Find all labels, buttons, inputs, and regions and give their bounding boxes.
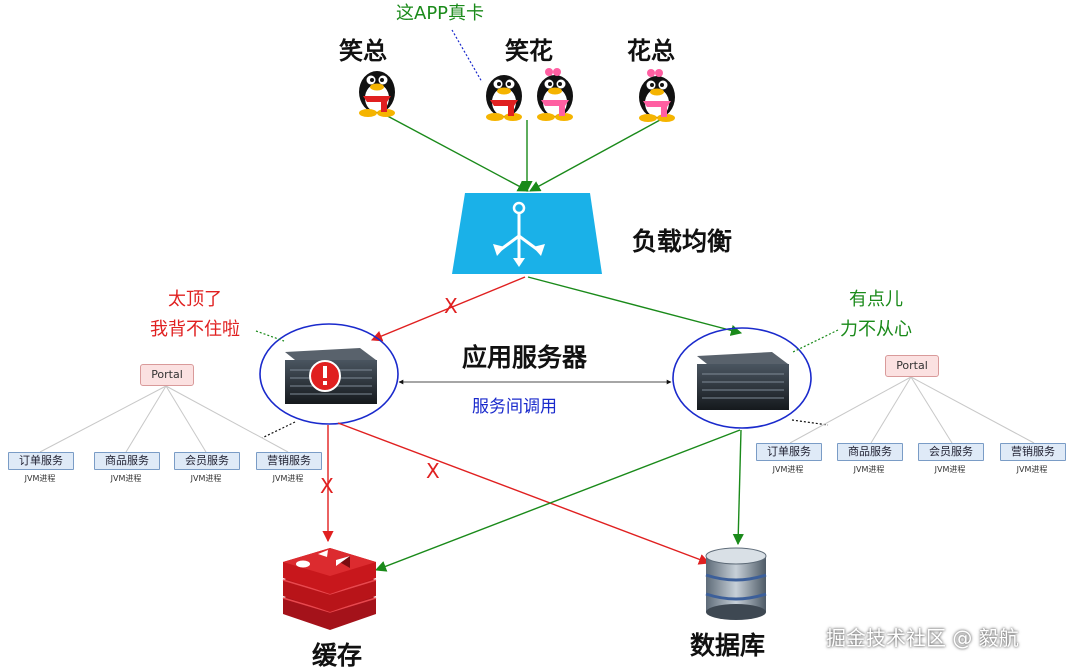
left-jvm-label-2: JVM进程 bbox=[110, 474, 142, 483]
right-jvm-label-1: JVM进程 bbox=[772, 465, 804, 474]
user-icon-xiaohua-1 bbox=[486, 75, 522, 121]
fail-mark-lb: X bbox=[444, 294, 458, 318]
fail-mark-db: X bbox=[426, 459, 440, 483]
right-note-line-2: 力不从心 bbox=[840, 319, 912, 340]
arrow-lb-right-server bbox=[527, 276, 743, 336]
right-note-line-1: 有点儿 bbox=[849, 289, 903, 310]
left-service-member: 会员服务 bbox=[174, 452, 240, 470]
left-note-line-1: 太顶了 bbox=[168, 289, 222, 310]
right-cluster-pointer bbox=[791, 419, 829, 426]
right-note-pointer bbox=[792, 329, 839, 353]
database-label: 数据库 bbox=[690, 631, 766, 660]
right-server-icon bbox=[697, 352, 789, 410]
app-server-label: 应用服务器 bbox=[462, 343, 588, 372]
right-service-member: 会员服务 bbox=[918, 443, 984, 461]
right-service-order: 订单服务 bbox=[756, 443, 822, 461]
arrow-user3-lb bbox=[529, 119, 661, 192]
right-server-ring bbox=[672, 327, 812, 429]
app-slow-note: 这APP真卡 bbox=[396, 3, 485, 24]
arrow-lb-left-server bbox=[370, 276, 526, 342]
left-note-pointer bbox=[255, 330, 285, 342]
right-service-product: 商品服务 bbox=[837, 443, 903, 461]
user-label-huazong: 花总 bbox=[627, 37, 675, 65]
rpc-label: 服务间调用 bbox=[472, 397, 557, 417]
user-label-xiaohua: 笑花 bbox=[505, 37, 553, 65]
fail-mark-cache: X bbox=[320, 474, 334, 498]
right-jvm-label-4: JVM进程 bbox=[1016, 465, 1048, 474]
right-portal-tree bbox=[789, 376, 1035, 444]
redis-icon bbox=[282, 548, 377, 630]
left-service-product: 商品服务 bbox=[94, 452, 160, 470]
watermark: 掘金技术社区 @ 毅航 bbox=[826, 626, 1019, 650]
left-jvm-label-4: JVM进程 bbox=[272, 474, 304, 483]
left-server-note: 太顶了 我背不住啦 bbox=[140, 285, 250, 345]
right-service-marketing: 营销服务 bbox=[1000, 443, 1066, 461]
cache-label: 缓存 bbox=[312, 641, 363, 670]
arrow-left-server-db bbox=[337, 422, 711, 565]
left-server-ring bbox=[259, 323, 399, 425]
left-cluster-pointer bbox=[261, 421, 296, 439]
right-server-note: 有点儿 力不从心 bbox=[826, 285, 926, 345]
left-jvm-label-1: JVM进程 bbox=[24, 474, 56, 483]
left-note-line-2: 我背不住啦 bbox=[150, 319, 240, 340]
left-jvm-label-3: JVM进程 bbox=[190, 474, 222, 483]
left-service-marketing: 营销服务 bbox=[256, 452, 322, 470]
right-jvm-label-3: JVM进程 bbox=[934, 465, 966, 474]
user-icon-huazong bbox=[639, 69, 675, 122]
right-portal: Portal bbox=[885, 355, 939, 377]
arrow-right-server-cache bbox=[374, 429, 741, 572]
left-server-icon bbox=[285, 348, 377, 404]
arrow-right-server-db bbox=[732, 429, 744, 546]
database-icon bbox=[705, 547, 767, 620]
user-icon-xiaohua-2 bbox=[537, 68, 573, 121]
user-icon-xiaozong bbox=[359, 71, 395, 117]
load-balancer-icon bbox=[452, 193, 602, 274]
right-jvm-label-2: JVM进程 bbox=[853, 465, 885, 474]
user-label-xiaozong: 笑总 bbox=[339, 37, 387, 65]
left-portal-tree bbox=[39, 385, 289, 453]
left-service-order: 订单服务 bbox=[8, 452, 74, 470]
arrow-user1-lb bbox=[379, 111, 529, 192]
left-portal: Portal bbox=[140, 364, 194, 386]
load-balancer-label: 负载均衡 bbox=[632, 227, 733, 256]
note-pointer bbox=[451, 29, 483, 83]
